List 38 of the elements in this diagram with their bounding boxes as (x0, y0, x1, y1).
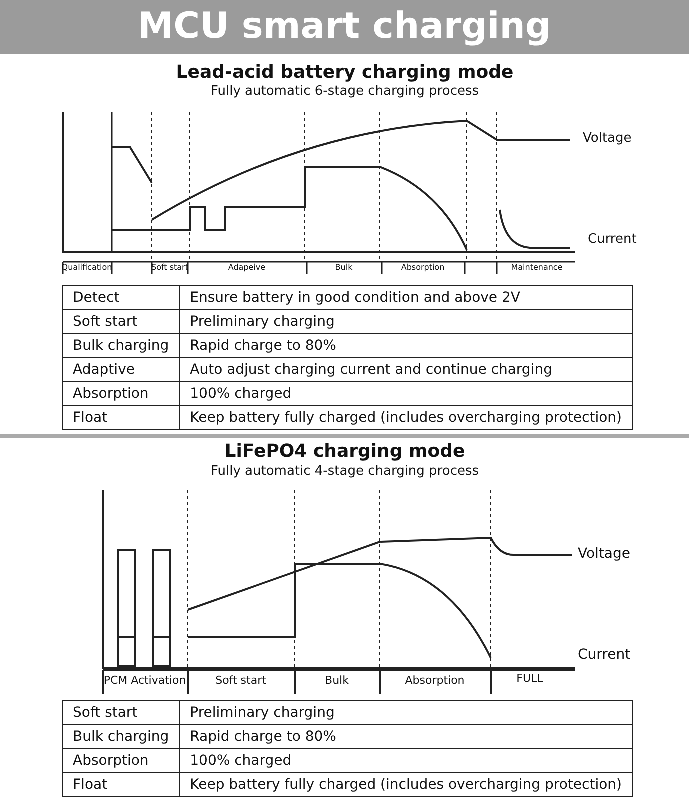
stage-label: Bulk (325, 674, 349, 687)
curve-label: Current (588, 232, 637, 247)
table-cell: 100% charged (180, 748, 632, 772)
table-cell: Detect (62, 286, 180, 310)
table-cell: Rapid charge to 80% (180, 334, 632, 358)
table-cell: Adaptive (62, 358, 180, 382)
section-subtitle: Fully automatic 4-stage charging process (210, 464, 480, 479)
stage-label: Absorption (401, 263, 445, 272)
section-heading: LiFePO4 charging mode (224, 441, 466, 462)
table-cell: 100% charged (180, 382, 632, 406)
table-cell: Bulk charging (62, 334, 180, 358)
table-cell: Keep battery fully charged (includes overcharging protection) (180, 406, 632, 430)
table-cell: Preliminary charging (180, 310, 632, 334)
table-cell: Ensure battery in good condition and above 2V (180, 286, 632, 310)
title-banner: MCU smart charging (0, 0, 689, 54)
stage-label: FULL (516, 672, 544, 685)
stage-label: Soft start (216, 674, 266, 687)
stage-label: Bulk (335, 263, 353, 272)
table-cell: Preliminary charging (180, 700, 632, 724)
table-cell: Float (62, 406, 180, 430)
stage-label: PCM Activation (104, 674, 186, 687)
table-cell: Bulk charging (62, 724, 180, 748)
table-cell: Keep battery fully charged (includes overcharging protection) (180, 772, 632, 796)
table-cell: Auto adjust charging current and continue charging (180, 358, 632, 382)
section-subtitle: Fully automatic 6-stage charging process (210, 84, 480, 99)
table-cell: Rapid charge to 80% (180, 724, 632, 748)
curve-label: Voltage (578, 546, 631, 562)
stage-label: Maintenance (511, 263, 563, 272)
stage-label: Adapeive (228, 263, 266, 272)
curve-label: Voltage (583, 131, 632, 146)
table-cell: Soft start (62, 700, 180, 724)
table-cell: Absorption (62, 748, 180, 772)
curve-label: Current (578, 647, 631, 663)
section-heading: Lead-acid battery charging mode (176, 62, 514, 83)
stage-label: Absorption (405, 674, 465, 687)
table-cell: Float (62, 772, 180, 796)
table-cell: Absorption (62, 382, 180, 406)
table-cell: Soft start (62, 310, 180, 334)
